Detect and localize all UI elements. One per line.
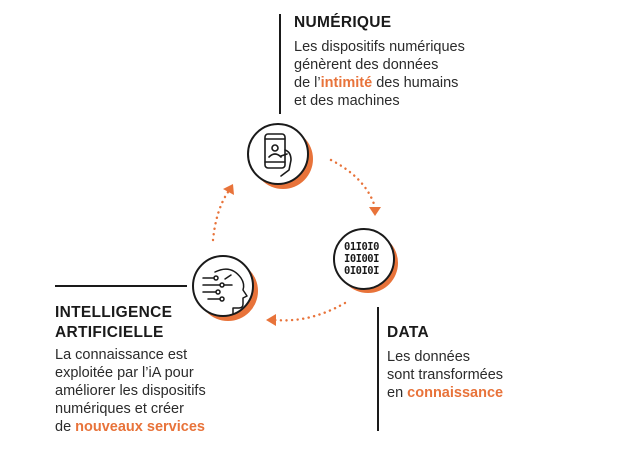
numerique-line-1: Les dispositifs numériques bbox=[294, 39, 465, 55]
ai-head-icon bbox=[202, 268, 248, 315]
data-line-3: en connaissance bbox=[387, 384, 503, 402]
ia-line-5-pre: de bbox=[55, 419, 76, 435]
numerique-line-4: et des machines bbox=[294, 93, 400, 109]
numerique-line-2: génèrent des données bbox=[294, 57, 439, 73]
data-line-2: sont transformées bbox=[387, 367, 504, 383]
binary-row-1: 01I0I0 bbox=[344, 241, 379, 253]
ia-title-line-1: INTELLIGENCE bbox=[55, 304, 173, 321]
numerique-line-3-pre: de l’ bbox=[294, 75, 321, 91]
binary-circle bbox=[333, 228, 395, 290]
ia-line-4: numériques et créer bbox=[55, 401, 184, 417]
data-description: Les données sont transformées en connais… bbox=[387, 348, 503, 402]
smartphone-hand-icon bbox=[264, 133, 292, 177]
numerique-line-3: de l’intimité des humains bbox=[294, 74, 465, 92]
arrow-phone-to-binary bbox=[329, 158, 381, 216]
ia-line-2: exploitée par l’iA pour bbox=[55, 365, 194, 381]
ia-line-3: améliorer les dispositifs bbox=[55, 383, 206, 399]
numerique-description: Les dispositifs numériques génèrent des … bbox=[294, 38, 465, 110]
arrow-binary-to-ai bbox=[266, 301, 347, 326]
binary-row-3: 0I0I0I bbox=[344, 265, 379, 277]
data-title: DATA bbox=[387, 324, 429, 341]
ia-highlight: nouveaux services bbox=[75, 419, 205, 435]
ia-divider-line bbox=[55, 285, 187, 287]
numerique-title: NUMÉRIQUE bbox=[294, 14, 392, 31]
numerique-line-3-post: des humains bbox=[372, 75, 459, 91]
data-divider-line bbox=[377, 307, 379, 431]
data-line-3-pre: en bbox=[387, 385, 408, 401]
ia-title-line-2: ARTIFICIELLE bbox=[55, 324, 164, 341]
data-line-1: Les données bbox=[387, 349, 471, 365]
numerique-highlight: intimité bbox=[320, 75, 373, 91]
numerique-divider-line bbox=[279, 14, 281, 114]
ia-line-1: La connaissance est bbox=[55, 347, 188, 363]
binary-row-2: I0I00I bbox=[344, 253, 379, 265]
ia-title: INTELLIGENCE ARTIFICIELLE bbox=[55, 303, 172, 343]
data-highlight: connaissance bbox=[407, 385, 504, 401]
arrow-ai-to-phone bbox=[211, 184, 234, 242]
ia-line-5: de nouveaux services bbox=[55, 418, 206, 436]
ia-description: La connaissance est exploitée par l’iA p… bbox=[55, 346, 206, 436]
binary-code-icon: 01I0I0 I0I00I 0I0I0I bbox=[344, 241, 380, 277]
